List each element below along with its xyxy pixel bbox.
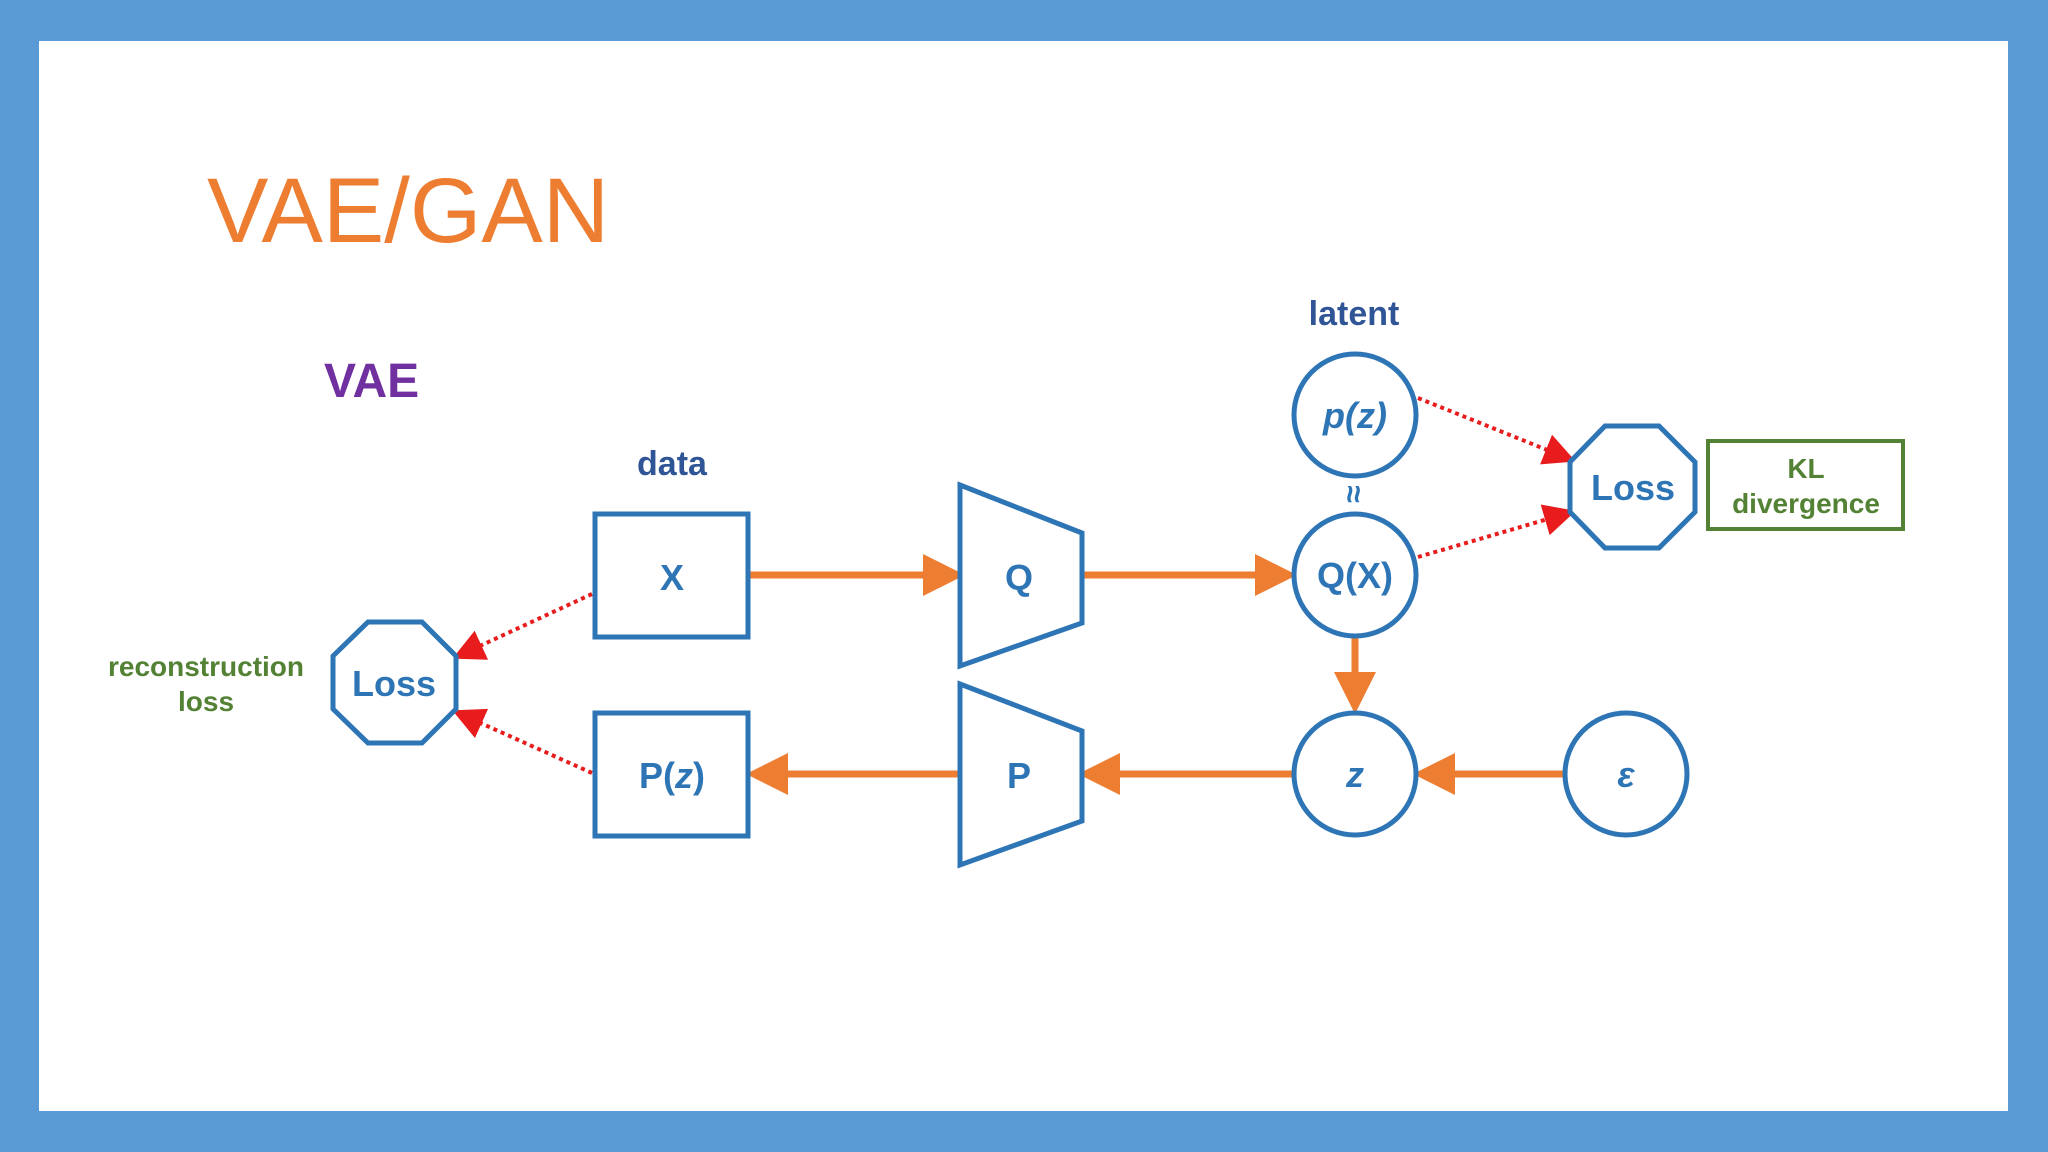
approx-symbol: ≈ [1336, 485, 1372, 503]
kl-loss-label: Loss [1591, 467, 1675, 508]
x-node-label: X [660, 557, 684, 598]
data-label: data [637, 445, 708, 483]
dotted-arrow-pz-to-kl-loss [1417, 396, 1576, 465]
qx-node: Q(X) [1291, 511, 1419, 639]
qx-node-label: Q(X) [1317, 555, 1393, 596]
q-encoder-label: Q [1005, 557, 1033, 598]
reconstruction-loss-caption-line2: loss [178, 686, 234, 717]
q-encoder-node: Q [957, 481, 1085, 670]
z-node: z [1291, 710, 1419, 838]
epsilon-node: ε [1562, 710, 1690, 838]
pz-output-node: P(z) [592, 710, 751, 839]
epsilon-node-label: ε [1617, 754, 1635, 795]
z-node-label: z [1345, 754, 1364, 795]
prior-pz-label: p(z) [1322, 395, 1387, 436]
pz-output-label: P(z) [639, 755, 705, 796]
p-decoder-node: P [957, 680, 1085, 869]
reconstruction-loss-label: Loss [352, 663, 436, 704]
dotted-arrow-qx-to-kl-loss [1417, 504, 1576, 559]
dotted-arrow-pz-to-recon-loss [452, 708, 593, 775]
kl-divergence-box: KL divergence [1706, 439, 1905, 531]
kl-loss-node: Loss [1567, 423, 1698, 551]
dotted-arrow-x-to-recon-loss [452, 592, 593, 660]
kl-divergence-line2: divergence [1732, 488, 1880, 519]
prior-pz-node: p(z) [1291, 351, 1419, 479]
slide-title: VAE/GAN [207, 160, 610, 262]
x-node: X [592, 511, 751, 640]
kl-divergence-line1: KL [1787, 453, 1824, 484]
reconstruction-loss-caption-line1: reconstruction [108, 651, 304, 682]
vae-section-label: VAE [324, 355, 419, 408]
latent-label: latent [1309, 295, 1400, 333]
p-decoder-label: P [1007, 755, 1031, 796]
reconstruction-loss-node: Loss [330, 619, 459, 746]
